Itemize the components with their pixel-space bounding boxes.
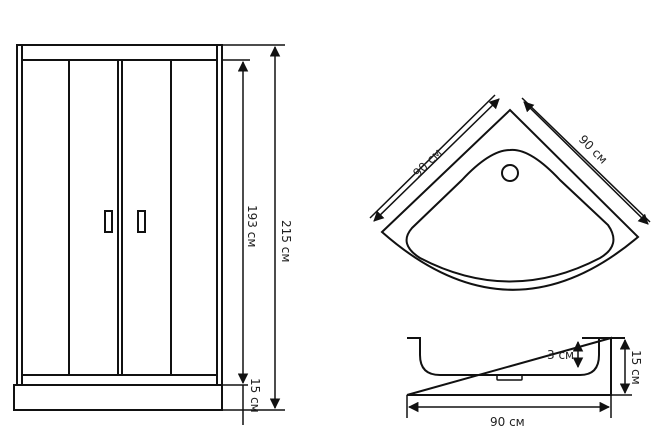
width-label: 90 см (490, 415, 525, 429)
drain-icon (501, 164, 519, 182)
basin-depth-label: 3 см (547, 348, 574, 362)
right-side-dimension (523, 101, 649, 225)
left-side-dimension (373, 98, 500, 222)
side-view-dimensions: 3 см 15 см 90 см (406, 338, 643, 429)
drain-outlet (496, 374, 523, 381)
tray-section (406, 336, 625, 396)
side-view-tray (406, 336, 625, 396)
front-view-dimensions: 193 см 215 см 15 см (222, 44, 293, 425)
door-handle-right (137, 210, 146, 233)
left-side-label: 90 см (410, 146, 444, 180)
right-side-label: 90 см (576, 132, 610, 166)
top-view-tray (380, 108, 640, 291)
door-height-label: 193 см (245, 205, 259, 247)
tray-outline (380, 108, 640, 291)
cabin-frame (16, 44, 223, 386)
tray-height-label: 15 см (248, 378, 262, 413)
door-handle-left (104, 210, 113, 233)
tray-basin (405, 148, 615, 283)
shower-tray (13, 384, 223, 411)
side-tray-height-label: 15 см (629, 350, 643, 385)
total-height-label: 215 см (279, 220, 293, 262)
front-view-cabin (13, 44, 223, 411)
